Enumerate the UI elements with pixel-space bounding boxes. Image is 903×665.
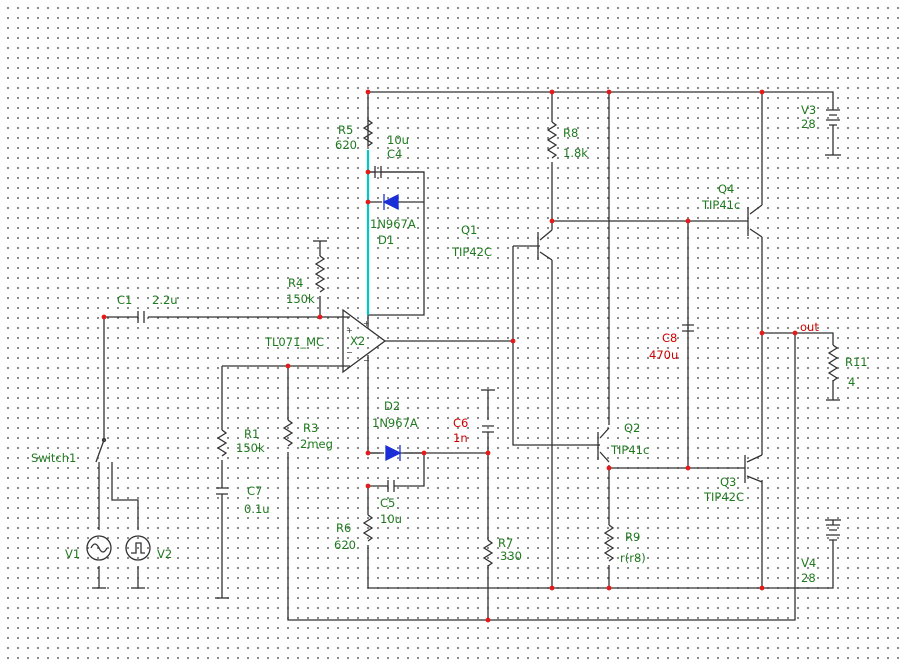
c8-name: C8 (662, 331, 677, 345)
r1-name: R1 (244, 427, 259, 441)
r7-value: 330 (500, 549, 522, 563)
r9-resistor[interactable] (603, 524, 615, 562)
q3-part: TIP42C (703, 490, 744, 504)
junction-dots (101, 89, 798, 623)
c4-name: C4 (387, 147, 402, 161)
v2-name: V2 (157, 547, 172, 561)
q1-transistor[interactable] (537, 221, 553, 261)
ground-symbols (92, 240, 840, 599)
c7-name: C7 (247, 484, 262, 498)
r8-name: R8 (563, 126, 578, 140)
q1-name: Q1 (461, 223, 477, 237)
r7-name: R7 (498, 536, 513, 550)
v3-name: V3 (801, 103, 816, 117)
c6-name: C6 (453, 416, 468, 430)
svg-text:+: + (363, 319, 370, 328)
q3-name: Q3 (720, 475, 736, 489)
c8-value: 470u (649, 348, 678, 362)
r8-value: 1.8k (563, 146, 588, 160)
d2-name: D2 (384, 399, 400, 413)
c6-capacitor[interactable] (482, 425, 494, 433)
opamp-name: X2 (350, 334, 365, 348)
r8-resistor[interactable] (546, 121, 558, 159)
r11-resistor[interactable] (827, 344, 839, 382)
svg-text:−: − (363, 356, 370, 365)
switch1[interactable] (95, 437, 107, 463)
q4-part: TIP41c (701, 198, 740, 212)
r3-value: 2meg (300, 437, 333, 451)
svg-text:−: − (346, 348, 353, 357)
r5-resistor[interactable] (362, 118, 374, 148)
r3-resistor[interactable] (282, 419, 294, 447)
switch-name: Switch1 (31, 451, 76, 465)
out-label: out (800, 320, 819, 334)
q2-part: TIP41c (610, 443, 649, 457)
r1-resistor[interactable] (216, 429, 228, 457)
r4-resistor[interactable] (314, 255, 326, 293)
d2-diode[interactable] (368, 444, 424, 462)
wires (98, 91, 834, 621)
r5-name: R5 (338, 123, 353, 137)
c7-value: 0.1u (244, 502, 270, 516)
r5-value: 620 (335, 138, 357, 152)
r11-value: 4 (848, 375, 855, 389)
r11-name: R11 (845, 355, 868, 369)
q4-name: Q4 (718, 182, 734, 196)
r3-name: R3 (303, 421, 318, 435)
c8-capacitor[interactable] (682, 324, 694, 332)
d1-diode[interactable] (368, 193, 424, 211)
r9-value: r(r8) (620, 551, 646, 565)
c5-capacitor[interactable] (387, 480, 400, 492)
r7-resistor[interactable] (482, 539, 494, 567)
q2-name: Q2 (624, 421, 640, 435)
opamp-x2[interactable]: + − + − (342, 308, 387, 374)
q1-part: TIP42C (451, 245, 492, 259)
c4-capacitor[interactable] (368, 166, 424, 178)
r6-name: R6 (336, 521, 351, 535)
c6-value: 1n (453, 431, 468, 445)
q2-transistor[interactable] (597, 427, 610, 463)
opamp-part: TL071_MC (264, 335, 324, 349)
c7-capacitor[interactable] (216, 487, 228, 520)
d1-name: D1 (378, 233, 394, 247)
v2-source[interactable] (125, 535, 151, 561)
v4-source[interactable] (825, 519, 841, 550)
c5-name: C5 (380, 496, 395, 510)
svg-text:+: + (346, 326, 353, 335)
v1-name: V1 (65, 547, 80, 561)
q4-transistor[interactable] (747, 204, 763, 238)
c1-name: C1 (117, 293, 132, 307)
v4-name: V4 (801, 556, 816, 570)
v4-value: 28 (801, 571, 816, 585)
c1-value: 2.2u (152, 293, 178, 307)
v3-source[interactable] (825, 109, 841, 156)
c5-value: 10u (380, 512, 402, 526)
r9-name: R9 (625, 530, 640, 544)
v1-source[interactable] (86, 535, 112, 561)
v3-value: 28 (801, 117, 816, 131)
c4-value: 10u (387, 133, 409, 147)
c1-capacitor[interactable] (137, 311, 145, 323)
r6-value: 620 (334, 538, 356, 552)
q3-transistor[interactable] (744, 454, 763, 483)
r4-name: R4 (288, 276, 303, 290)
d2-part: 1N967A (372, 416, 418, 430)
r1-value: 150k (236, 441, 265, 455)
d1-part: 1N967A (370, 217, 416, 231)
r6-resistor[interactable] (362, 514, 374, 542)
r4-value: 150k (286, 292, 315, 306)
